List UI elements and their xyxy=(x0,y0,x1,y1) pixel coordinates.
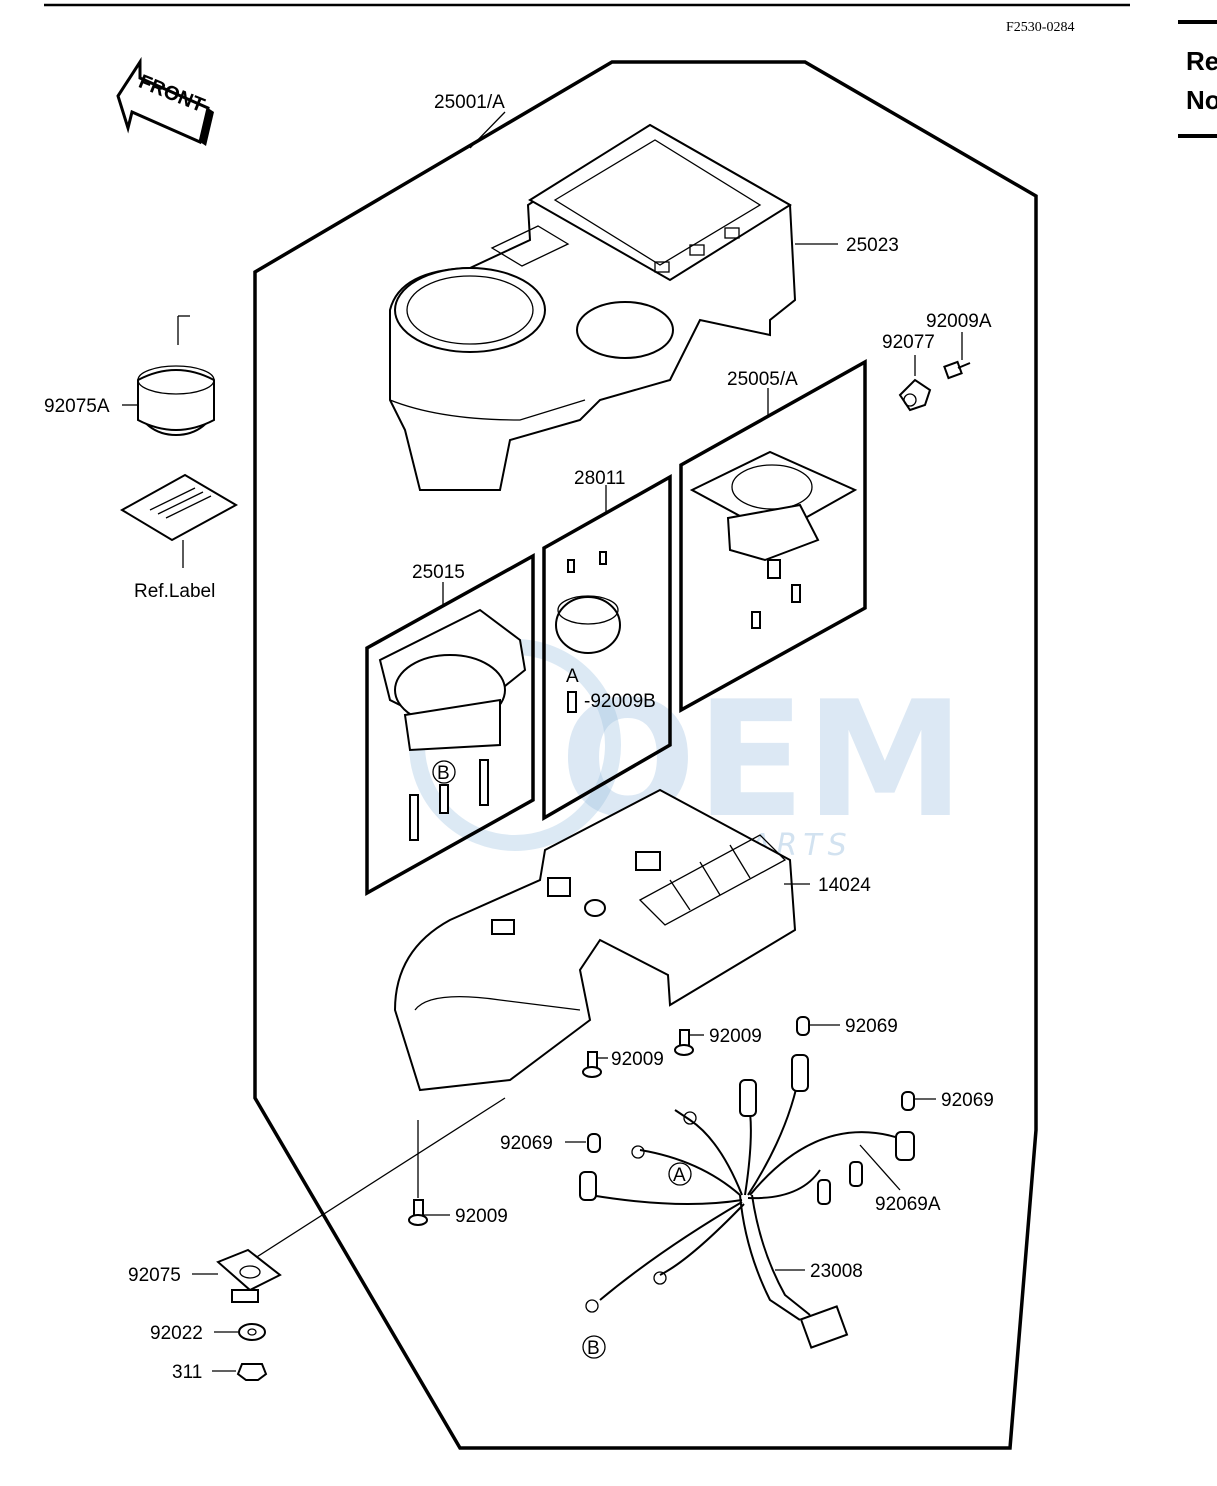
leader-diagonal xyxy=(251,1097,506,1261)
washer-92022 xyxy=(238,1323,266,1341)
bulb-92069-b xyxy=(901,1091,915,1111)
label-14024: 14024 xyxy=(818,875,871,896)
knob-92077 xyxy=(898,378,932,412)
callout-a-harness: A xyxy=(673,1165,686,1186)
gauge-28011 xyxy=(555,551,621,713)
label-92009B: -92009B xyxy=(584,691,656,712)
label-92077: 92077 xyxy=(882,332,935,353)
box-25005A xyxy=(679,359,867,713)
front-arrow: FRONT xyxy=(116,56,214,146)
callout-b-harness: B xyxy=(587,1338,600,1359)
label-311: 311 xyxy=(172,1362,202,1383)
label-92069-c: 92069 xyxy=(500,1133,553,1154)
label-92022: 92022 xyxy=(150,1323,203,1344)
label-92009-b: 92009 xyxy=(611,1049,664,1070)
label-25015: 25015 xyxy=(412,562,465,583)
bulb-92069-a xyxy=(796,1016,810,1036)
callout-a-28011: A xyxy=(566,666,579,687)
side-text-1: Re xyxy=(1186,46,1217,76)
bulb-92069-c xyxy=(587,1133,601,1153)
label-92075A: 92075A xyxy=(44,396,110,417)
leader-25001A xyxy=(469,111,506,149)
callout-b-25015: B xyxy=(437,763,450,784)
callout-b-circle xyxy=(432,760,456,784)
label-92009-c: 92009 xyxy=(455,1206,508,1227)
leader-92069A xyxy=(859,1144,901,1191)
label-92009A: 92009A xyxy=(926,311,992,332)
label-25023: 25023 xyxy=(846,235,899,256)
wire-harness-23008 xyxy=(579,1054,915,1349)
callout-b-circle-harness xyxy=(582,1335,606,1359)
ref-label-sheet xyxy=(120,473,239,568)
box-28011 xyxy=(542,474,672,822)
ring-92075A xyxy=(137,315,215,436)
label-25005A: 25005/A xyxy=(727,369,798,390)
screw-92009A xyxy=(943,360,971,380)
label-92009-a: 92009 xyxy=(709,1026,762,1047)
tachometer-25005A xyxy=(689,450,858,629)
callout-a-circle xyxy=(668,1162,692,1186)
nut-311 xyxy=(236,1363,268,1381)
meter-cover xyxy=(389,123,797,491)
speedometer-25015 xyxy=(378,608,527,841)
label-ref-label: Ref.Label xyxy=(134,581,215,602)
label-25001A: 25001/A xyxy=(434,92,505,113)
bracket-92075 xyxy=(216,1248,282,1303)
screw-92009-b xyxy=(582,1051,602,1078)
label-92069-b: 92069 xyxy=(941,1090,994,1111)
screw-92009-a xyxy=(674,1029,694,1056)
label-92069A: 92069A xyxy=(875,1194,941,1215)
side-text-2: No xyxy=(1186,85,1217,115)
label-92075: 92075 xyxy=(128,1265,181,1286)
label-28011: 28011 xyxy=(574,468,625,489)
diagram-code: F2530-0284 xyxy=(1006,20,1074,35)
box-25015 xyxy=(365,553,535,896)
label-23008: 23008 xyxy=(810,1261,863,1282)
lower-case-14024 xyxy=(393,788,797,1092)
screw-92009-c xyxy=(408,1120,428,1226)
label-92069-a: 92069 xyxy=(845,1016,898,1037)
